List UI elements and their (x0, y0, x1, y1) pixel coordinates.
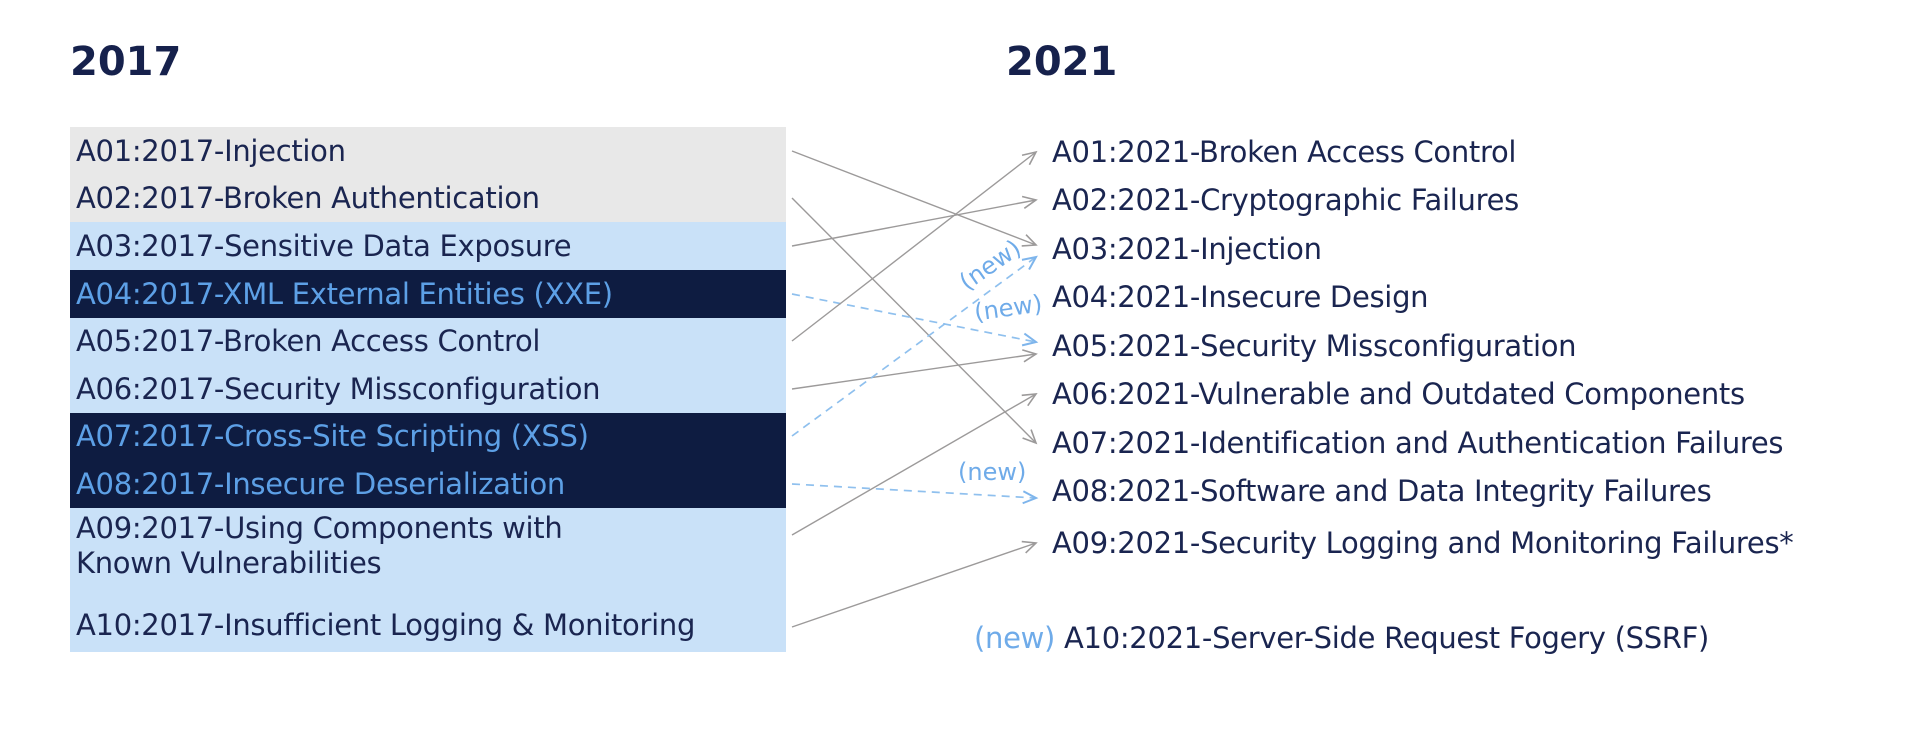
arrow-a10-2017-to-a09-2021 (791, 540, 1038, 628)
right-row-a09-2021: A09:2021-Security Logging and Monitoring… (1052, 526, 1794, 560)
right-row-a06-2021: A06:2021-Vulnerable and Outdated Compone… (1052, 377, 1745, 411)
left-row-a04-2017: A04:2017-XML External Entities (XXE) (76, 277, 613, 311)
left-row-a06-2017: A06:2017-Security Missconfiguration (76, 372, 601, 406)
left-row-a08-2017: A08:2017-Insecure Deserialization (76, 467, 565, 501)
right-row-a04-2021: A04:2021-Insecure Design (1052, 280, 1429, 314)
right-row-a01-2021: A01:2021-Broken Access Control (1052, 135, 1517, 169)
row-group-bg-dark-2 (70, 413, 786, 508)
new-label-arrow-a05: (new) (972, 289, 1044, 327)
arrow-a08-2017-to-a08-2021 (791, 483, 1039, 505)
left-row-a07-2017: A07:2017-Cross-Site Scripting (XSS) (76, 419, 589, 453)
right-row-a05-2021: A05:2021-Security Missconfiguration (1052, 329, 1577, 363)
left-row-a02-2017: A02:2017-Broken Authentication (76, 181, 540, 215)
left-row-a05-2017: A05:2017-Broken Access Control (76, 324, 541, 358)
left-row-a10-2017: A10:2017-Insufficient Logging & Monitori… (76, 608, 696, 642)
left-column-title: 2017 (70, 39, 182, 85)
arrow-a06-2017-to-a05-2021 (791, 349, 1038, 390)
new-label-arrow-a08: (new) (958, 458, 1027, 486)
row-group-bg-lightblue-3 (70, 508, 786, 652)
right-row-a08-2021: A08:2021-Software and Data Integrity Fai… (1052, 474, 1712, 508)
arrow-a07-2017-to-a03-2021 (791, 255, 1038, 437)
new-label-a10: (new) (974, 621, 1064, 655)
row-group-bg-lightblue-2 (70, 318, 786, 413)
left-row-a01-2017: A01:2017-Injection (76, 134, 346, 168)
row-group-bg-lightblue-1 (70, 222, 786, 270)
row-group-bg-gray (70, 127, 786, 222)
right-column-title: 2021 (1006, 39, 1118, 85)
right-row-a02-2021: A02:2021-Cryptographic Failures (1052, 183, 1519, 217)
left-row-a09-2017: A09:2017-Using Components with Known Vul… (76, 511, 563, 580)
arrow-a01-2017-to-a03-2021 (791, 150, 1038, 247)
arrow-a03-2017-to-a02-2021 (791, 195, 1038, 247)
right-row-a10-2021: (new) A10:2021-Server-Side Request Foger… (974, 621, 1710, 655)
right-row-a03-2021: A03:2021-Injection (1052, 232, 1322, 266)
left-row-a03-2017: A03:2017-Sensitive Data Exposure (76, 229, 572, 263)
right-row-a07-2021: A07:2021-Identification and Authenticati… (1052, 426, 1784, 460)
new-label-arrow-a03: (new) (954, 233, 1027, 297)
row-group-bg-dark-1 (70, 270, 786, 318)
